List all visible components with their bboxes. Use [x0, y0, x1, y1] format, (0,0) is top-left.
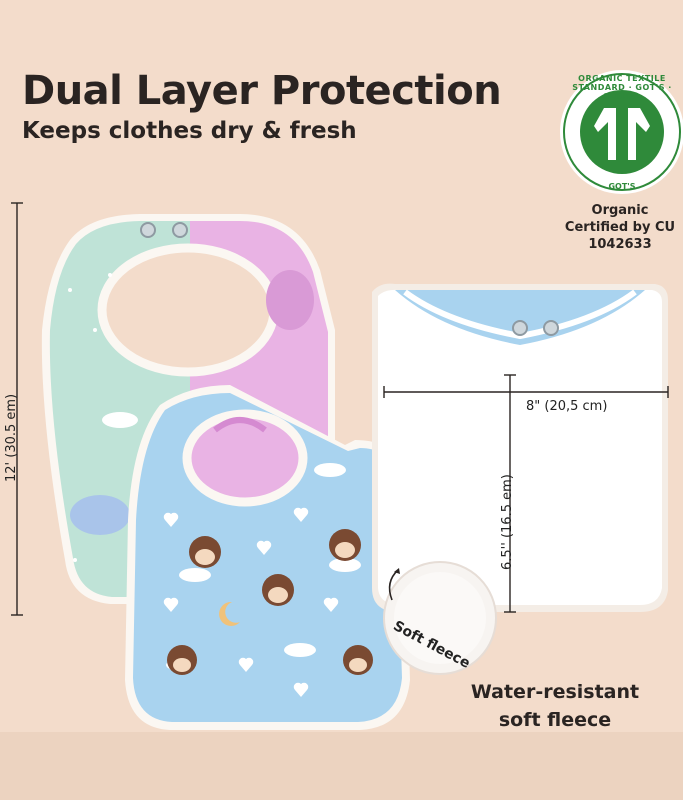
height-dimension-label: 6.5'' (16.5 em)	[500, 474, 515, 570]
fleece-caption-line-1: Water-resistant	[470, 681, 640, 703]
floor-band	[0, 732, 683, 800]
seal-ring: ORGANIC TEXTILE STANDARD · GOT'S · GLOBA…	[560, 72, 683, 196]
page-subtitle: Keeps clothes dry & fresh	[22, 118, 357, 144]
cert-line-2: Certified by CU	[564, 220, 676, 235]
fleece-caption-line-2: soft fleece	[498, 709, 612, 731]
white-fleece-bib	[372, 283, 668, 612]
snap-button-icon	[543, 320, 559, 336]
fleece-caption: Water-resistant soft fleece	[455, 678, 655, 734]
snap-button-icon	[140, 222, 156, 238]
cert-line-1: Organic	[591, 203, 649, 218]
length-dimension-label: 12' (30.5 em)	[4, 393, 19, 482]
elephant-icon	[70, 495, 130, 535]
seal-bottom-text: GOT'S	[608, 182, 636, 191]
monkey-icon	[167, 529, 373, 675]
dimension-lines	[11, 202, 669, 616]
width-dimension-label: 8" (20,5 cm)	[526, 399, 608, 414]
snap-button-icon	[512, 320, 528, 336]
gots-seal	[560, 70, 683, 194]
page-title: Dual Layer Protection	[22, 68, 502, 114]
cloud-icon	[102, 412, 361, 671]
snap-button-icon	[172, 222, 188, 238]
seal-text: ORGANIC TEXTILE STANDARD · GOT'S · GLOBA…	[572, 74, 672, 101]
monkey-bib-front	[102, 385, 410, 730]
heart-icon	[163, 507, 339, 697]
certification-caption: Organic Certified by CU 1042633	[560, 202, 680, 253]
cert-line-3: 1042633	[588, 237, 652, 252]
moon-icon	[219, 601, 240, 626]
fleece-callout	[383, 561, 497, 675]
gots-shirt-logo	[594, 108, 616, 160]
elephant-icon	[266, 270, 314, 330]
